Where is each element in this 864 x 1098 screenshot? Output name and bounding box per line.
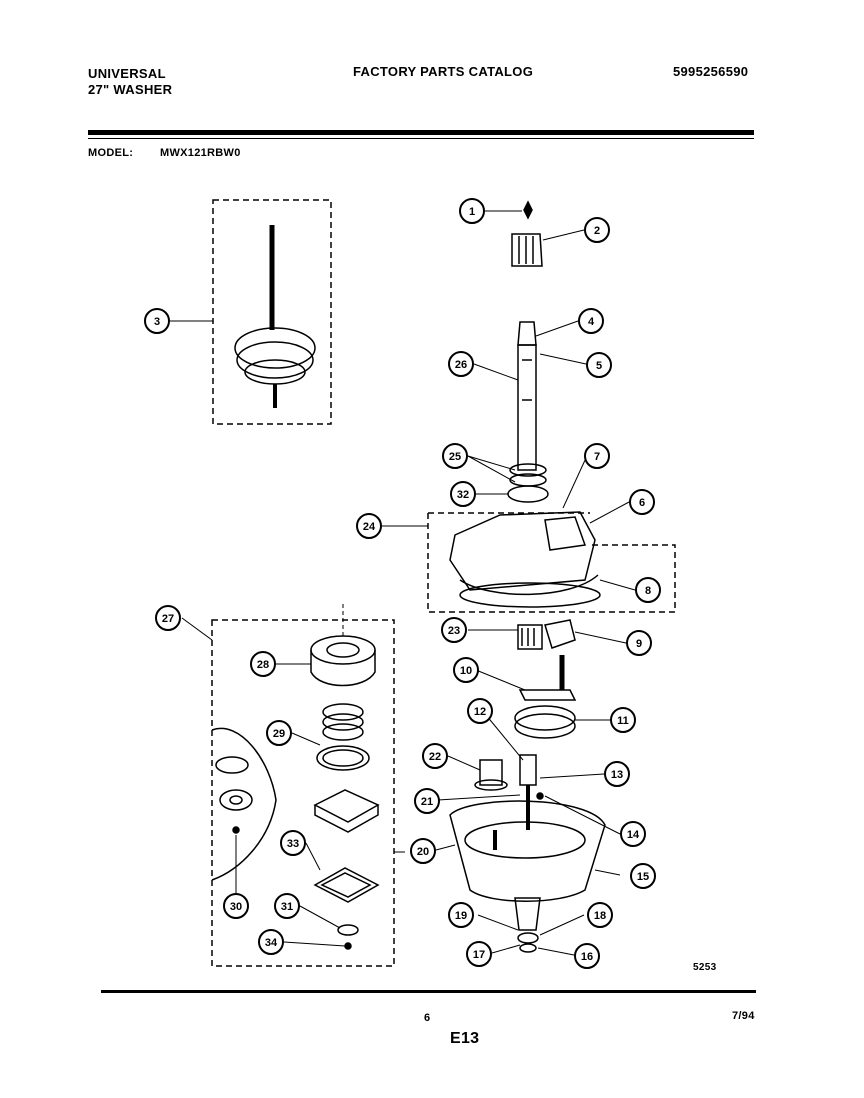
svg-text:12: 12 — [474, 706, 486, 718]
callout-24: 24 — [356, 513, 382, 539]
svg-text:8: 8 — [645, 585, 651, 597]
transmission-case-drawing — [449, 800, 606, 902]
header-rule-thin — [88, 138, 754, 139]
callout-21: 21 — [414, 788, 440, 814]
svg-text:14: 14 — [627, 829, 640, 841]
svg-text:33: 33 — [287, 838, 299, 850]
callout-2: 2 — [584, 217, 610, 243]
assembly-3-box — [212, 199, 332, 425]
header-rule-thick — [88, 130, 754, 135]
seal-33-drawing — [507, 485, 549, 503]
svg-text:19: 19 — [455, 910, 467, 922]
callout-29: 29 — [266, 720, 292, 746]
svg-text:11: 11 — [617, 715, 629, 727]
svg-text:5: 5 — [596, 360, 602, 372]
callout-28: 28 — [250, 651, 276, 677]
shaft-drawing — [517, 321, 537, 471]
callout-31: 31 — [274, 893, 300, 919]
callout-13: 13 — [604, 761, 630, 787]
callout-6: 6 — [629, 489, 655, 515]
seal-kit-drawing — [211, 635, 380, 950]
svg-text:3: 3 — [154, 316, 160, 328]
footer-rule — [101, 990, 756, 993]
pinion-23-drawing — [479, 759, 503, 786]
callout-7: 7 — [584, 443, 610, 469]
callout-22: 22 — [422, 743, 448, 769]
callout-30: 30 — [223, 893, 249, 919]
svg-text:4: 4 — [588, 316, 595, 328]
svg-text:6: 6 — [639, 497, 645, 509]
svg-text:29: 29 — [273, 728, 285, 740]
callout-4: 4 — [578, 308, 604, 334]
svg-text:27: 27 — [162, 613, 174, 625]
part-2-drawing — [511, 233, 543, 267]
catalog-title: FACTORY PARTS CATALOG — [353, 64, 534, 79]
callout-12: 12 — [467, 698, 493, 724]
catalog-number: 5995256590 — [673, 64, 749, 79]
callout-11: 11 — [610, 707, 636, 733]
callout-3: 3 — [144, 308, 170, 334]
model-label: MODEL: — [88, 147, 134, 159]
svg-text:9: 9 — [636, 638, 642, 650]
part-10-drawing — [544, 619, 576, 649]
section-code: E13 — [450, 1030, 480, 1047]
callout-26: 26 — [448, 351, 474, 377]
svg-text:30: 30 — [230, 901, 242, 913]
svg-text:24: 24 — [363, 521, 376, 533]
transmission-assembly-drawing — [234, 225, 316, 408]
callout-23: 23 — [441, 617, 467, 643]
callout-16: 16 — [574, 943, 600, 969]
callout-14: 14 — [620, 821, 646, 847]
callout-34: 34 — [258, 929, 284, 955]
part-1-drawing — [523, 200, 533, 220]
product-name: 27" WASHER — [88, 82, 173, 97]
svg-text:32: 32 — [457, 489, 469, 501]
svg-text:25: 25 — [449, 451, 461, 463]
svg-text:1: 1 — [469, 206, 475, 218]
svg-text:2: 2 — [594, 225, 600, 237]
callout-20: 20 — [410, 838, 436, 864]
drawing-number: 5253 — [693, 962, 717, 973]
svg-text:16: 16 — [581, 951, 593, 963]
svg-text:22: 22 — [429, 751, 441, 763]
assembly-25-box — [427, 513, 676, 613]
svg-text:7: 7 — [594, 451, 600, 463]
callout-1: 1 — [459, 198, 485, 224]
callout-10: 10 — [453, 657, 479, 683]
page-number: 6 — [424, 1012, 431, 1024]
callout-17: 17 — [466, 941, 492, 967]
svg-text:31: 31 — [281, 901, 293, 913]
svg-text:13: 13 — [611, 769, 623, 781]
callout-25: 25 — [442, 443, 468, 469]
callout-18: 18 — [587, 902, 613, 928]
svg-text:26: 26 — [455, 359, 467, 371]
transmission-cover-drawing — [449, 511, 601, 608]
part-11-drawing — [518, 689, 577, 701]
assembly-28-box — [211, 619, 395, 967]
callout-labels: 1 2 3 4 5 6 7 8 9 10 11 12 13 14 15 16 1… — [144, 198, 661, 969]
svg-text:21: 21 — [421, 796, 433, 808]
svg-text:18: 18 — [594, 910, 606, 922]
brand-name: UNIVERSAL — [88, 66, 166, 81]
callout-19: 19 — [448, 902, 474, 928]
callout-33: 33 — [280, 830, 306, 856]
model-number: MWX121RBW0 — [160, 147, 241, 159]
svg-text:23: 23 — [448, 625, 460, 637]
revision-date: 7/94 — [732, 1010, 755, 1022]
svg-text:15: 15 — [637, 871, 649, 883]
svg-text:17: 17 — [473, 949, 485, 961]
callout-5: 5 — [586, 352, 612, 378]
gear-12-drawing — [514, 705, 576, 731]
svg-text:34: 34 — [265, 937, 278, 949]
callout-8: 8 — [635, 577, 661, 603]
svg-text:28: 28 — [257, 659, 269, 671]
callout-32: 32 — [450, 481, 476, 507]
svg-text:10: 10 — [460, 665, 472, 677]
callout-15: 15 — [630, 863, 656, 889]
callout-9: 9 — [626, 630, 652, 656]
svg-text:20: 20 — [417, 846, 429, 858]
callout-27: 27 — [155, 605, 181, 631]
